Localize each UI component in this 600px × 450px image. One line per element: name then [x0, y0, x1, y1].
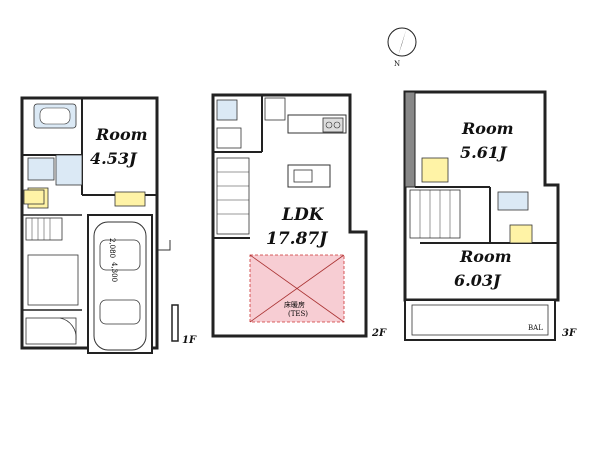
room-3f-2-label: Room [459, 247, 512, 266]
storage [27, 254, 79, 306]
stairs-2f-icon [216, 157, 250, 235]
compass: N [387, 27, 417, 68]
floor-3f: Room 5.61J Room 6.03J BAL 3F [403, 90, 577, 341]
toilet-2f-icon [216, 99, 238, 121]
room-3f-2-size: 6.03J [454, 271, 502, 290]
room-1f-size: 4.53J [90, 149, 138, 168]
stairs-3f-icon [409, 189, 461, 239]
car-length-dim: 4,300 [110, 262, 118, 282]
garage-car-icon: 2,080 4,300 [87, 214, 153, 354]
fridge-icon [264, 97, 286, 121]
closet [114, 191, 146, 207]
washbasin-icon [27, 157, 55, 181]
laundry-area [55, 154, 83, 186]
balcony [404, 299, 556, 341]
room-1f-label: Room [95, 125, 148, 144]
room-3f-1-size: 5.61J [460, 143, 508, 162]
bathtub-icon [33, 103, 77, 129]
closet-3f-1 [421, 157, 449, 183]
floor-heating-label: 床暖房 [284, 300, 305, 309]
room-3f-1-label: Room [461, 119, 514, 138]
kitchen-counter-icon [287, 114, 347, 188]
floor-label-1f: 1F [182, 335, 197, 346]
floor-1f: 2,080 4,300 Room 4.53J 1F [20, 96, 197, 354]
toilet-3f-icon [497, 191, 529, 211]
entrance [25, 317, 77, 345]
floor-heating-sub: (TES) [288, 310, 308, 318]
car-width-dim: 2,080 [108, 238, 116, 258]
stairs-1f-icon [25, 217, 63, 241]
floor-label-2f: 2F [371, 328, 387, 339]
floor-heating-area: 床暖房 (TES) [249, 254, 345, 323]
ldk-size: 17.87J [266, 229, 328, 249]
balcony-label: BAL [528, 324, 543, 332]
floor-label-3f: 3F [562, 328, 577, 339]
compass-north-label: N [394, 60, 400, 68]
ldk-label: LDK [281, 205, 325, 225]
floor-2f: 床暖房 (TES) LDK 17.87J 2F [211, 93, 387, 339]
closet-3f-2 [509, 224, 533, 244]
